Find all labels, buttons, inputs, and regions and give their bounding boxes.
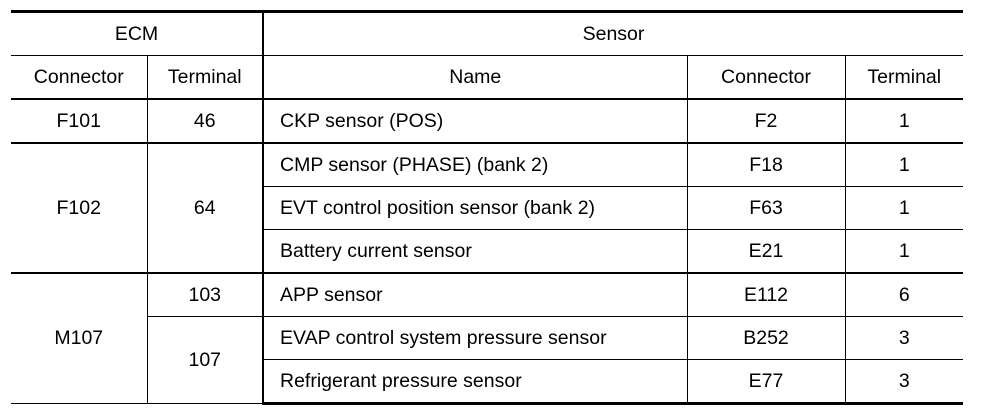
- ecm-connector-cell: F102: [11, 142, 148, 274]
- sensor-connector-cell: B252: [686, 316, 846, 360]
- sensor-name-cell: APP sensor: [262, 272, 688, 317]
- sensor-name-cell: EVAP control system pressure sensor: [262, 316, 688, 360]
- sensor-terminal-cell: 1: [844, 229, 964, 274]
- sensor-connector-cell: E112: [686, 272, 846, 317]
- sensor-terminal-cell: 1: [844, 98, 964, 144]
- sensor-connector-cell: F18: [686, 142, 846, 187]
- sensor-terminal-header: Terminal: [844, 55, 964, 100]
- table-row: F102 64 CMP sensor (PHASE) (bank 2) F18 …: [11, 142, 964, 274]
- table-row: F101 46 CKP sensor (POS) F2 1: [11, 98, 964, 144]
- ecm-terminal-cell: 107: [146, 316, 264, 404]
- sensor-name-cell: CMP sensor (PHASE) (bank 2): [262, 142, 688, 187]
- sensor-terminal-cell: 3: [844, 359, 964, 405]
- table-row: Battery current sensor E21 1: [11, 229, 964, 274]
- ecm-terminal-cell: 103: [146, 272, 264, 317]
- ecm-terminal-cell: 46: [146, 98, 264, 144]
- sensor-header: Sensor: [262, 10, 964, 56]
- ecm-connector-header: Connector: [11, 55, 148, 100]
- sensor-name-cell: Battery current sensor: [262, 229, 688, 274]
- sensor-name-header: Name: [262, 55, 688, 100]
- table-row: M107 103 APP sensor E112 6: [11, 272, 964, 404]
- table-row: Refrigerant pressure sensor E77 3: [11, 359, 964, 405]
- sensor-name-cell: CKP sensor (POS): [262, 98, 688, 144]
- sensor-connector-cell: F2: [686, 98, 846, 144]
- sensor-terminal-cell: 6: [844, 272, 964, 317]
- sensor-terminal-cell: 1: [844, 186, 964, 230]
- sensor-connector-cell: E77: [686, 359, 846, 405]
- sensor-name-cell: EVT control position sensor (bank 2): [262, 186, 688, 230]
- sensor-connector-cell: E21: [686, 229, 846, 274]
- table-row: EVT control position sensor (bank 2) F63…: [11, 186, 964, 230]
- ecm-terminal-cell: 64: [146, 142, 264, 274]
- ecm-header: ECM: [11, 10, 264, 56]
- sensor-connector-header: Connector: [686, 55, 846, 100]
- ecm-connector-cell: F101: [11, 98, 148, 144]
- table-row: 107 EVAP control system pressure sensor …: [11, 316, 964, 404]
- ecm-connector-cell: M107: [11, 272, 148, 404]
- ecm-terminal-header: Terminal: [146, 55, 264, 100]
- sensor-connector-cell: F63: [686, 186, 846, 230]
- sensor-terminal-cell: 3: [844, 316, 964, 360]
- header-row-top: ECM Sensor: [11, 10, 964, 56]
- sensor-terminal-cell: 1: [844, 142, 964, 187]
- sensor-name-cell: Refrigerant pressure sensor: [262, 359, 688, 405]
- ecm-sensor-table: ECM Sensor Connector Terminal Name Conne…: [11, 10, 964, 405]
- header-row-sub: Connector Terminal Name Connector Termin…: [11, 55, 964, 100]
